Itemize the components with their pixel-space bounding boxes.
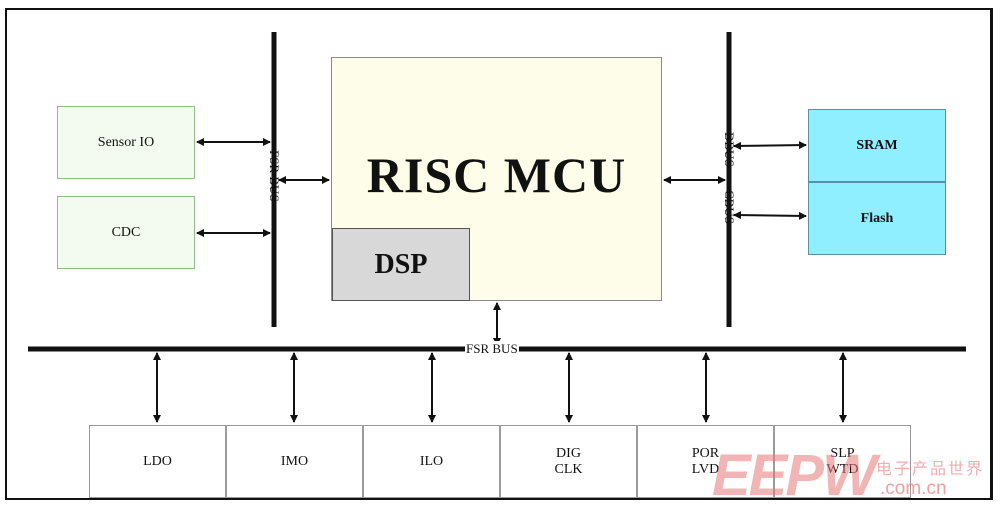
imo-block: IMO bbox=[226, 425, 363, 498]
por-lvd-block: POR LVD bbox=[637, 425, 774, 498]
ldo-block: LDO bbox=[89, 425, 226, 498]
slp-wtd-label: SLP WTD bbox=[826, 445, 859, 477]
dbus-label: DBUS bbox=[722, 132, 737, 167]
imo-label: IMO bbox=[280, 453, 309, 469]
cdc-label: CDC bbox=[111, 224, 141, 240]
sram-block: SRAM bbox=[808, 109, 946, 182]
dig-clk-block: DIG CLK bbox=[500, 425, 637, 498]
risc-mcu-label: RISC MCU bbox=[366, 147, 627, 203]
main-fsr-bus-label: FSR BUS bbox=[465, 341, 519, 357]
sram-label: SRAM bbox=[856, 137, 898, 153]
sensor-io-block: Sensor IO bbox=[57, 106, 195, 179]
dsp-label: DSP bbox=[374, 248, 428, 280]
sensor-io-label: Sensor IO bbox=[97, 134, 155, 150]
sram-link bbox=[733, 141, 807, 150]
flash-label: Flash bbox=[860, 210, 894, 226]
cbus-label: CBUS bbox=[722, 190, 737, 224]
cdc-block: CDC bbox=[57, 196, 195, 269]
left-fsr-bus-label: FSR BUS bbox=[267, 150, 282, 202]
por-lvd-label: POR LVD bbox=[691, 445, 720, 477]
ilo-block: ILO bbox=[363, 425, 500, 498]
dsp-block: DSP bbox=[332, 228, 470, 301]
eepw-watermark-logo: EEPW bbox=[712, 443, 877, 508]
ldo-label: LDO bbox=[143, 453, 172, 469]
flash-link bbox=[733, 211, 807, 220]
flash-block: Flash bbox=[808, 182, 946, 255]
watermark-url-text: .com.cn bbox=[880, 478, 947, 499]
watermark-chinese-text: 电子产品世界 bbox=[876, 459, 985, 478]
dig-clk-label: DIG CLK bbox=[554, 445, 583, 477]
diagram-frame bbox=[5, 8, 993, 500]
ilo-label: ILO bbox=[419, 453, 444, 469]
slp-wtd-block: SLP WTD bbox=[774, 425, 911, 498]
